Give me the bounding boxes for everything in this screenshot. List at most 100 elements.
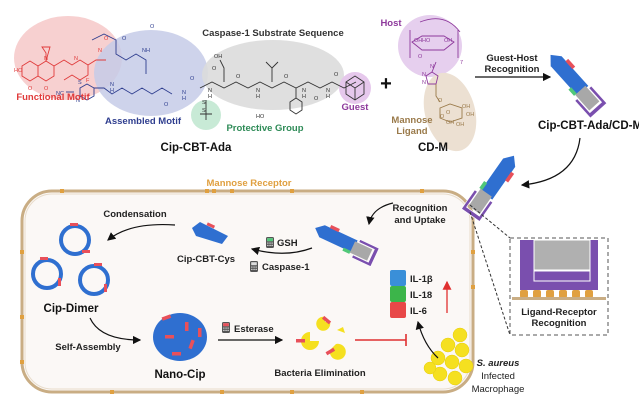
atom-label: O (212, 66, 217, 72)
atom-label: N (74, 56, 78, 62)
functional-motif-label: Functional Motif (16, 92, 90, 103)
atom-label: O (164, 102, 169, 108)
atom-label: OH (214, 54, 222, 60)
atom-label: HO (14, 68, 23, 74)
il-18-block (390, 286, 406, 302)
condensation-arrow (107, 223, 176, 241)
guest-host-label-1: Guest-Host (486, 53, 538, 64)
caspase-icon (250, 261, 258, 272)
esterase-label: Esterase (234, 324, 274, 335)
to-cell-arrow (520, 137, 581, 189)
mannose-ligand-region (423, 72, 477, 152)
nano-cip-particle (153, 313, 207, 361)
cyclodextrin-structure (409, 18, 461, 58)
host-region (398, 15, 462, 77)
docking-nanostructure-icon (461, 148, 523, 223)
inset-label-2: Recognition (532, 318, 587, 329)
atom-label: N (326, 88, 330, 94)
mannose-ligand-label-1: Mannose (391, 115, 432, 126)
il-1b-block (390, 270, 406, 286)
cd-m-molecule: OH HO OH O 7 N N N O O OH OH OH OH O Hos… (380, 15, 477, 154)
callout-line (469, 204, 511, 239)
cbt-structure (66, 33, 173, 101)
il-6-block (390, 302, 406, 318)
atom-label: O (104, 36, 109, 42)
infected-label: Infected (481, 371, 515, 382)
atom-label: N (422, 72, 426, 78)
gsh-icon-screen (267, 238, 273, 242)
il-1b-label: IL-1β (410, 274, 433, 285)
atom-label: O (150, 24, 155, 30)
cd-m-atom-labels: OH HO OH O 7 N N N O O OH OH OH OH O (414, 38, 474, 128)
guest-host-label-2: Recognition (485, 64, 540, 75)
atom-label: N (256, 88, 260, 94)
atom-label: H (326, 94, 330, 100)
protective-group-label: Protective Group (226, 123, 303, 134)
atom-label: NC (56, 91, 64, 97)
nano-cip-label: Nano-Cip (154, 369, 205, 381)
cip-dimer-label: Cip-Dimer (44, 303, 99, 315)
il-6-label: IL-6 (410, 306, 427, 317)
caspase-label: Caspase-1 (262, 262, 310, 273)
molecule-atom-labels: HO O O N N F N O O NH O NC N S H N O H N… (14, 24, 339, 120)
atom-label: N (422, 80, 426, 86)
inset-label-1: Ligand-Receptor (521, 307, 597, 318)
atom-label: N (110, 82, 114, 88)
cip-cbt-cys-icon (192, 222, 228, 244)
triazole-structure (425, 61, 439, 85)
callout-line (469, 211, 511, 336)
recognition-uptake-label-1: Recognition (393, 203, 448, 214)
atom-label: OH (446, 120, 454, 126)
s-aureus-label: S. aureus (477, 358, 520, 369)
cd-m-label: CD-M (418, 142, 448, 154)
adamantane-structure (345, 75, 365, 101)
plus-sign: + (380, 73, 392, 95)
inhibition-line (355, 334, 407, 346)
atom-label: H (302, 94, 306, 100)
atom-label: N (44, 56, 48, 62)
atom-label: O (334, 72, 339, 78)
mannose-receptor-markers (20, 189, 475, 394)
atom-label: O (418, 54, 423, 60)
atom-label: H (182, 96, 186, 102)
mannose-receptor-label: Mannose Receptor (207, 178, 292, 189)
complex-label: Cip-CBT-Ada/CD-M (538, 120, 639, 132)
atom-label: OH (466, 112, 474, 118)
complex-nanostructure-icon (540, 47, 608, 119)
recognition-uptake-label-2: and Uptake (394, 215, 445, 226)
caspase-substrate-label: Caspase-1 Substrate Sequence (202, 28, 344, 39)
mannose-structure (435, 84, 463, 123)
cip-cbt-ada-molecule: HO O O N N F N O O NH O NC N S H N O H N… (14, 16, 371, 154)
ciprofloxacin-structure (21, 46, 106, 82)
atom-label: F (86, 78, 90, 84)
guest-label: Guest (342, 102, 370, 113)
atom-label: O (438, 98, 443, 104)
atom-label: O (284, 74, 289, 80)
il-18-label: IL-18 (410, 290, 432, 301)
assembled-motif-region (94, 30, 208, 116)
dimer-tags (40, 223, 107, 292)
tert-butyl-structure (200, 100, 212, 120)
atom-label: N (302, 88, 306, 94)
cleavage-arrow (250, 246, 313, 255)
peptide-structure (199, 59, 357, 115)
esterase-icon-screen (223, 323, 229, 327)
atom-label: O (190, 76, 195, 82)
atom-label: H (256, 94, 260, 100)
caspase-substrate-region (202, 40, 344, 110)
atom-label: HO (256, 114, 265, 120)
atom-label: HO (422, 38, 431, 44)
assembled-motif-label: Assembled Motif (105, 116, 182, 127)
atom-label: N (76, 98, 80, 104)
atom-label: H (208, 94, 212, 100)
atom-label: O (440, 114, 445, 120)
atom-label: S (202, 108, 206, 114)
atom-label: NH (142, 48, 150, 54)
self-assembly-arrow (89, 317, 142, 345)
atom-label: O (122, 36, 127, 42)
atom-label: S (78, 80, 82, 86)
atom-label: OH (414, 38, 422, 44)
atom-label: N (208, 88, 212, 94)
cytokine-release-arrow (415, 320, 439, 359)
